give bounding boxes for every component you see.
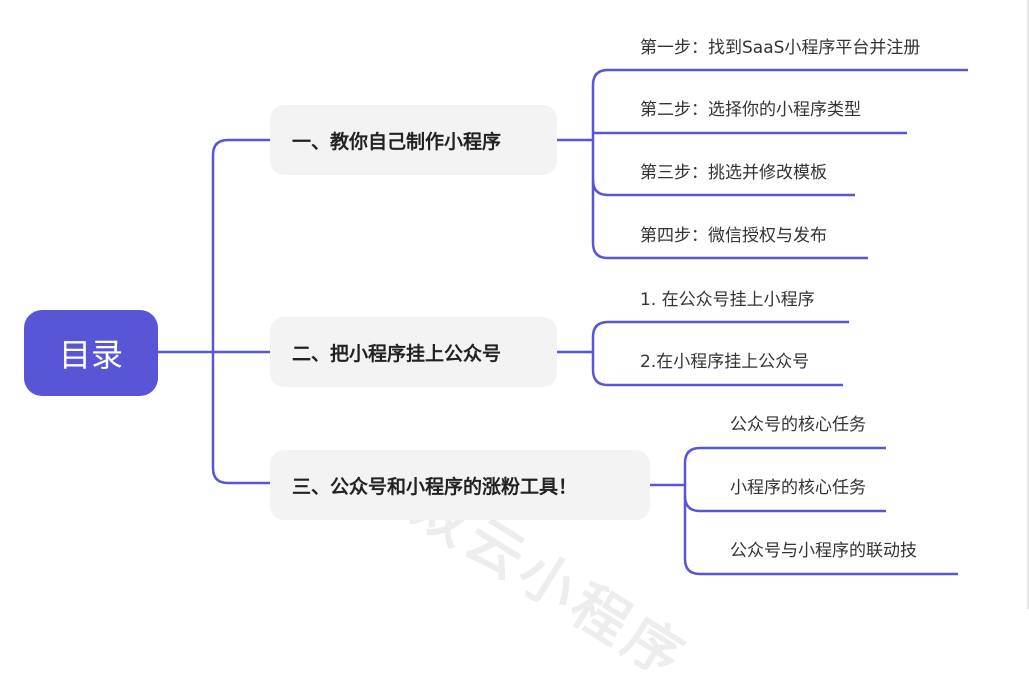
subtopic-node[interactable]: 第三步：挑选并修改模板	[640, 163, 827, 183]
subtopic-node[interactable]: 第二步：选择你的小程序类型	[640, 100, 861, 120]
topic-node-3[interactable]: 三、公众号和小程序的涨粉工具！	[270, 450, 650, 520]
window-edge	[1027, 0, 1029, 609]
topic-node-2[interactable]: 二、把小程序挂上公众号	[270, 317, 557, 387]
topic-1-connector	[211, 138, 270, 485]
subtopic-node[interactable]: 公众号与小程序的联动技	[730, 541, 917, 561]
subtopic-node[interactable]: 1. 在公众号挂上小程序	[640, 290, 815, 310]
subtopic-node[interactable]: 第四步：微信授权与发布	[640, 226, 827, 246]
subtopic-node[interactable]: 公众号的核心任务	[730, 415, 866, 435]
subtopic-node[interactable]: 第一步：找到SaaS小程序平台并注册	[640, 38, 921, 58]
topic-node-1[interactable]: 一、教你自己制作小程序	[270, 105, 557, 175]
root-node[interactable]: 目录	[24, 310, 158, 396]
connector-lines	[158, 68, 968, 576]
subtopic-node[interactable]: 小程序的核心任务	[730, 478, 866, 498]
subtopic-node[interactable]: 2.在小程序挂上公众号	[640, 352, 810, 372]
